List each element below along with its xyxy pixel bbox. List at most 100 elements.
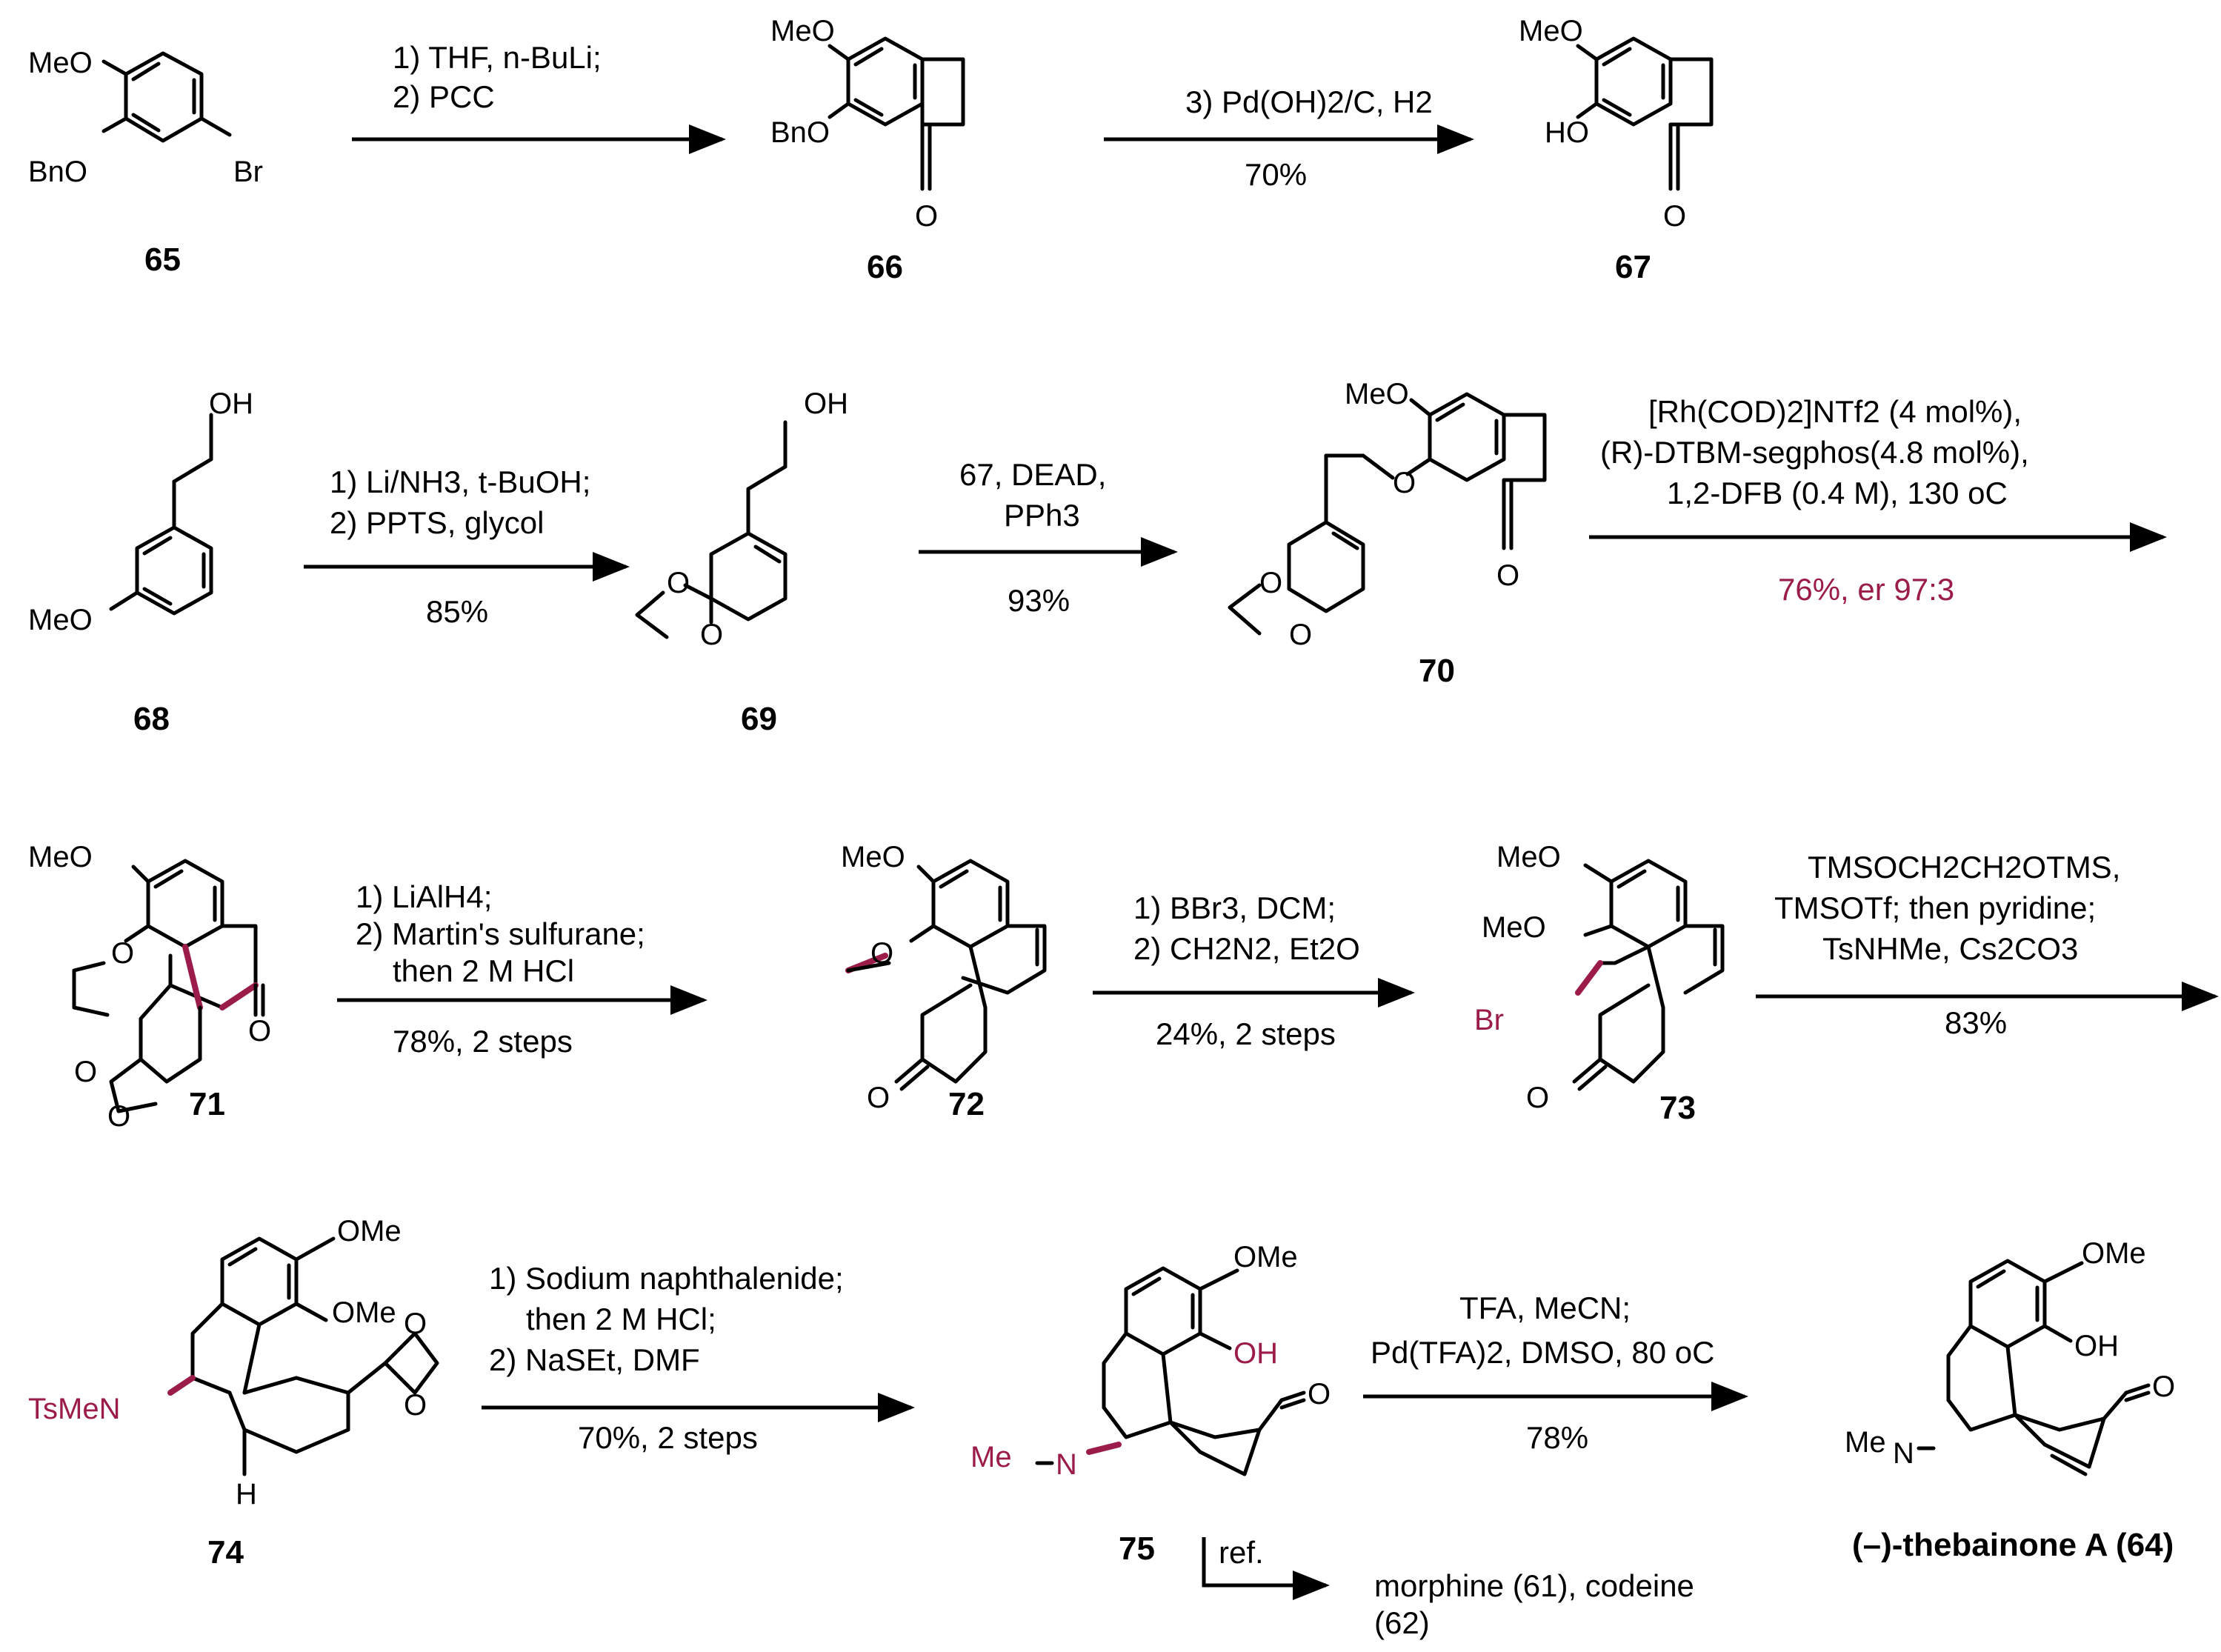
atom-br-73: Br [1474, 1004, 1504, 1036]
label-67: 67 [1615, 249, 1651, 285]
atom-o2-74: O [404, 1389, 427, 1422]
compound-72: MeO O O [841, 841, 1047, 1114]
step2-line1: 3) Pd(OH)2/C, H2 [1185, 84, 1433, 119]
step8-line1: TMSOCH2CH2OTMS, [1808, 850, 2120, 885]
atom-oh-75: OH [1233, 1337, 1278, 1370]
compound-65: MeO BnO Br [28, 47, 263, 188]
atom-o2-70: O [1289, 619, 1312, 651]
atom-meo-71: MeO [28, 841, 93, 873]
compound-70: MeO O O O O [1228, 378, 1547, 651]
step3-line2: 2) PPTS, glycol [330, 505, 544, 540]
atom-ome1-74: OMe [337, 1215, 402, 1248]
step1-line2: 2) PCC [393, 79, 495, 114]
atom-o-ketone-75: O [1308, 1378, 1331, 1410]
step6-line1: 1) LiAlH4; [356, 879, 492, 914]
atom-o1-74: O [404, 1308, 427, 1340]
atom-tsmen-74: TsMeN [28, 1393, 120, 1425]
atom-o2-69: O [700, 619, 723, 651]
compound-68: OH MeO [28, 387, 253, 636]
step8-line2: TMSOTf; then pyridine; [1774, 890, 2096, 925]
atom-n-64: N [1893, 1437, 1914, 1470]
compound-67: MeO HO O [1519, 15, 1714, 233]
step3-yield: 85% [426, 594, 488, 629]
label-70: 70 [1419, 653, 1455, 689]
atom-o-ketone-72: O [867, 1082, 890, 1114]
step10-line1: TFA, MeCN; [1459, 1290, 1631, 1325]
label-75: 75 [1119, 1531, 1155, 1567]
atom-oh-69: OH [804, 387, 848, 420]
ref-product: morphine (61), codeine [1374, 1568, 1694, 1603]
atom-meo-67: MeO [1519, 15, 1583, 47]
atom-oh-64: OH [2074, 1330, 2119, 1362]
compound-75: OMe OH O Me N [970, 1241, 1331, 1481]
atom-me-75: Me [970, 1441, 1012, 1473]
atom-n-75: N [1056, 1448, 1077, 1481]
step9-line1: 1) Sodium naphthalenide; [489, 1261, 844, 1296]
label-65: 65 [144, 242, 181, 278]
atom-meo-68: MeO [28, 604, 93, 636]
atom-o1-71: O [74, 1056, 97, 1088]
step9-line2: then 2 M HCl; [526, 1302, 716, 1336]
step8-line3: TsNHMe, Cs2CO3 [1822, 931, 2078, 966]
atom-br: Br [233, 156, 263, 188]
atom-meo-72: MeO [841, 841, 905, 873]
compound-73: MeO MeO Br O [1474, 841, 1725, 1114]
atom-meo2-73: MeO [1482, 911, 1546, 944]
arrow-ref [1202, 1537, 1330, 1600]
step5-line3: 1,2-DFB (0.4 M), 130 oC [1667, 476, 2008, 510]
label-74: 74 [207, 1534, 244, 1571]
ref-product-2: (62) [1374, 1605, 1430, 1640]
atom-ome-64: OMe [2082, 1237, 2146, 1270]
step6-yield: 78%, 2 steps [393, 1024, 573, 1059]
atom-ome2-74: OMe [332, 1296, 396, 1329]
atom-bno-66: BnO [770, 116, 830, 149]
step7-yield: 24%, 2 steps [1156, 1016, 1336, 1051]
compound-66: MeO BnO O [770, 15, 965, 233]
atom-meo: MeO [28, 47, 93, 79]
compound-69: OH O O [635, 387, 848, 651]
atom-meo-70: MeO [1345, 378, 1409, 410]
step10-yield: 78% [1526, 1420, 1588, 1455]
atom-o-66: O [915, 200, 938, 233]
step6-line2: 2) Martin's sulfurane; [356, 916, 645, 951]
label-68: 68 [133, 701, 170, 737]
atom-ome-75: OMe [1233, 1241, 1298, 1273]
step5-line2: (R)-DTBM-segphos(4.8 mol%), [1600, 435, 2029, 470]
atom-oh-68: OH [209, 387, 253, 420]
atom-o-ether-72: O [870, 937, 893, 970]
atom-o1-70: O [1259, 567, 1282, 599]
step6-line3: then 2 M HCl [393, 953, 574, 988]
step4-line1: 67, DEAD, [959, 457, 1106, 492]
atom-o1-69: O [667, 567, 690, 599]
step4-yield: 93% [1008, 583, 1070, 618]
step7-line1: 1) BBr3, DCM; [1133, 890, 1336, 925]
atom-meo1-73: MeO [1496, 841, 1561, 873]
compound-64: OMe OH O Me N [1845, 1237, 2175, 1476]
step1-line1: 1) THF, n-BuLi; [393, 40, 602, 75]
step7-line2: 2) CH2N2, Et2O [1133, 931, 1360, 966]
atom-o-ketone-71: O [248, 1015, 271, 1048]
atom-o-ketone-64: O [2152, 1370, 2175, 1403]
step10-line2: Pd(TFA)2, DMSO, 80 oC [1371, 1335, 1714, 1370]
compound-74: OMe OMe TsMeN H O O [28, 1215, 439, 1511]
atom-o-ether-71: O [111, 937, 134, 970]
step5-yield: 76%, er 97:3 [1778, 572, 1954, 607]
atom-bno: BnO [28, 156, 87, 188]
atom-o-ketone-70: O [1496, 559, 1519, 592]
atom-o-ether-70: O [1393, 467, 1416, 499]
atom-h-74: H [236, 1478, 257, 1511]
step4-line2: PPh3 [1004, 498, 1080, 533]
atom-o2-71: O [107, 1100, 130, 1133]
atom-o-67: O [1663, 200, 1686, 233]
label-64: (–)-thebainone A (64) [1852, 1527, 2174, 1563]
atom-meo-66: MeO [770, 15, 835, 47]
compound-71: MeO O O O O [28, 841, 271, 1133]
atom-ho-67: HO [1545, 116, 1589, 149]
label-66: 66 [867, 249, 903, 285]
label-71: 71 [189, 1086, 225, 1122]
step9-line3: 2) NaSEt, DMF [489, 1342, 700, 1377]
step5-line1: [Rh(COD)2]NTf2 (4 mol%), [1648, 394, 2022, 429]
step8-yield: 83% [1945, 1005, 2007, 1040]
atom-o-ketone-73: O [1526, 1082, 1549, 1114]
